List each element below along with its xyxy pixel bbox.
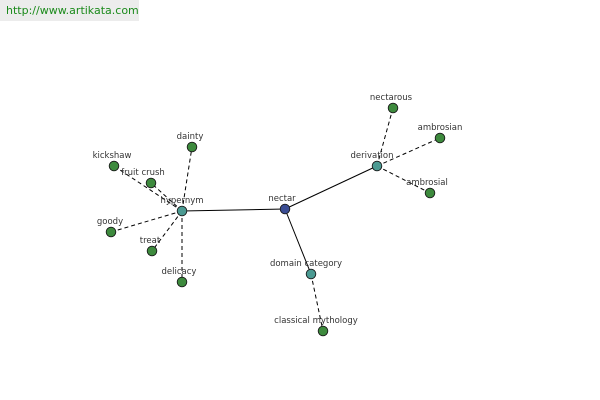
node-label-nectarous[interactable]: nectarous [370,93,413,103]
edge-hypernym-to-dainty [181,146,193,212]
node-ambrosian[interactable] [434,132,446,144]
edge-hypernym-to-treat [151,210,183,252]
node-label-hypernym[interactable]: hypernym [160,196,203,206]
node-label-dainty[interactable]: dainty [177,132,204,142]
node-derivation[interactable] [371,160,383,172]
graph-edges [110,107,441,332]
node-nectar[interactable] [279,203,291,215]
node-label-nectar[interactable]: nectar [268,194,296,204]
node-label-delicacy[interactable]: delicacy [162,267,197,277]
site-url-link[interactable]: http://www.artikata.com [6,4,139,17]
node-label-derivation[interactable]: derivation [350,151,393,161]
node-label-kickshaw[interactable]: kickshaw [93,151,132,161]
edge-hypernym-to-goody [110,210,183,233]
graph-nodes [105,102,446,337]
node-label-ambrosial[interactable]: ambrosial [406,178,448,188]
edge-derivation-to-ambrosian [376,137,441,167]
edge-domain-category-to-classical-mythology [310,273,324,332]
node-label-fruit-crush[interactable]: fruit crush [121,168,165,178]
edge-nectar-to-hypernym [181,208,286,212]
node-label-classical-mythology[interactable]: classical mythology [274,316,358,326]
edge-nectar-to-domain-category [284,208,312,275]
node-label-ambrosian[interactable]: ambrosian [418,123,463,133]
url-banner: http://www.artikata.com [0,0,139,21]
node-label-domain-category[interactable]: domain category [270,259,342,269]
node-kickshaw[interactable] [108,160,120,172]
node-hypernym[interactable] [176,205,188,217]
edge-derivation-to-ambrosial [376,165,431,194]
node-fruit-crush[interactable] [145,177,157,189]
edge-nectar-to-derivation [284,165,378,210]
graph-labels: nectar hypernym dainty kickshaw fruit crush g… [93,93,463,326]
node-ambrosial[interactable] [424,187,436,199]
node-goody[interactable] [105,226,117,238]
node-treat[interactable] [146,245,158,257]
edge-derivation-to-nectarous [376,107,394,167]
node-dainty[interactable] [186,141,198,153]
node-label-treat[interactable]: treat [140,236,161,246]
node-domain-category[interactable] [305,268,317,280]
node-label-goody[interactable]: goody [97,217,123,227]
node-nectarous[interactable] [387,102,399,114]
node-delicacy[interactable] [176,276,188,288]
node-classical-mythology[interactable] [317,325,329,337]
